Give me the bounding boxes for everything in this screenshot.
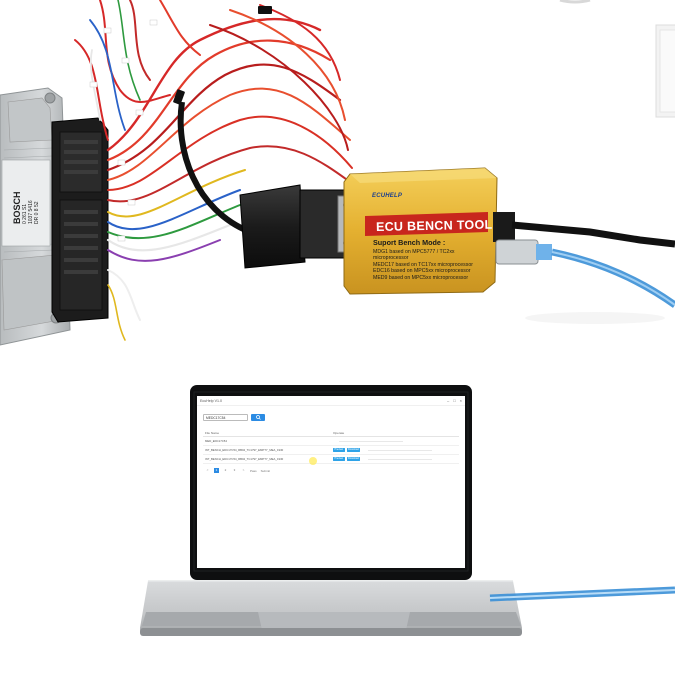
wall-socket — [655, 24, 675, 118]
mouse-cursor-highlight — [309, 457, 317, 465]
power-cable — [511, 221, 675, 248]
file-table: File Name Operate MED_EDC17C54 INT_BENCH… — [203, 430, 459, 464]
preview-button[interactable]: Preview — [333, 447, 345, 453]
file-name-cell: INT_BENCH_EDC17C54_RB04_TC1797_EMPTY_MEA… — [205, 457, 284, 461]
file-name-cell: INT_BENCH_EDC17C54_RB04_TC1797_EMPTY_MEA… — [205, 448, 284, 452]
operate-divider — [368, 449, 433, 451]
search-icon — [255, 415, 261, 420]
box-brand-logo: ECUHELP — [372, 193, 403, 199]
download-button[interactable]: Download — [346, 447, 361, 453]
download-button[interactable]: Download — [346, 456, 361, 462]
mode-line: MED9 based on MPC5xx microprocessor — [373, 274, 469, 281]
operate-cell: Preview Download — [333, 456, 433, 462]
prev-page-button[interactable]: < — [206, 468, 209, 472]
ecu-code: DR 0 8 52 — [34, 201, 40, 224]
table-header: File Name Operate — [203, 430, 459, 437]
top-right-cable — [559, 0, 591, 4]
close-icon[interactable]: × — [459, 398, 462, 403]
mode-line: MDG1 based on MPC5777 / TC2xx — [373, 249, 455, 255]
mode-line: EDC16 based on MPC5xx microprocessor — [373, 268, 471, 275]
operate-divider — [339, 440, 403, 442]
box-title: ECU BENCN TOOL — [375, 217, 493, 234]
modes-heading: Suport Bench Mode : — [373, 238, 446, 247]
table-row[interactable]: INT_BENCH_EDC17C54_RB04_TC1797_EMPTY_MEA… — [203, 446, 459, 455]
col-file-name: File Name — [205, 431, 220, 435]
app-title: EcuHelp V1.0 — [200, 398, 222, 403]
ecu-module — [0, 87, 109, 346]
table-row[interactable]: INT_BENCH_EDC17C54_RB04_TC1797_EMPTY_MEA… — [203, 455, 459, 464]
preview-button[interactable]: Preview — [333, 456, 345, 462]
window-controls: – □ × — [447, 398, 462, 403]
minimize-icon[interactable]: – — [447, 398, 450, 403]
app-titlebar: EcuHelp V1.0 – □ × — [197, 396, 465, 406]
operate-divider — [368, 458, 433, 460]
db-connector — [239, 184, 353, 269]
bench-box — [343, 167, 515, 295]
next-page-button[interactable]: > — [242, 468, 245, 472]
submit-button[interactable]: Submit — [260, 468, 271, 473]
search-input[interactable]: MEDC17C54 — [203, 414, 248, 421]
pagination: < 1 2 3 > Pass Submit — [205, 468, 270, 473]
wire-tags — [89, 19, 158, 242]
file-name-cell: MED_EDC17C54 — [205, 439, 227, 443]
operate-cell — [333, 440, 403, 442]
page-button[interactable]: 3 — [233, 468, 236, 472]
mode-line: MEDC17 based on TC17xx microprocessor — [373, 261, 473, 268]
jump-label: Pass — [250, 468, 257, 473]
operate-cell: Preview Download — [333, 447, 433, 453]
search-bar: MEDC17C54 — [203, 414, 265, 421]
col-operate: Operate — [333, 431, 345, 435]
search-button[interactable] — [251, 414, 265, 421]
zip-ties — [173, 6, 272, 105]
laptop-app-window: EcuHelp V1.0 – □ × MEDC17C54 File Name O… — [197, 396, 465, 568]
usb-cable — [495, 239, 675, 308]
ecu-label: BOSCH 0 261 S1 1037 5416 DR 0 8 52 — [12, 160, 40, 224]
laptop-usb-cable — [489, 586, 675, 602]
ecu-brand: BOSCH — [12, 191, 22, 224]
maximize-icon[interactable]: □ — [453, 398, 456, 403]
wire-harness — [74, 0, 353, 341]
box-modes-panel: Suport Bench Mode : MDG1 based on MPC577… — [373, 238, 498, 281]
page-button[interactable]: 2 — [224, 468, 227, 472]
page-button[interactable]: 1 — [214, 468, 219, 473]
black-cable — [177, 101, 252, 235]
mode-line: microprocessor — [373, 255, 409, 262]
table-row[interactable]: MED_EDC17C54 — [203, 437, 459, 446]
